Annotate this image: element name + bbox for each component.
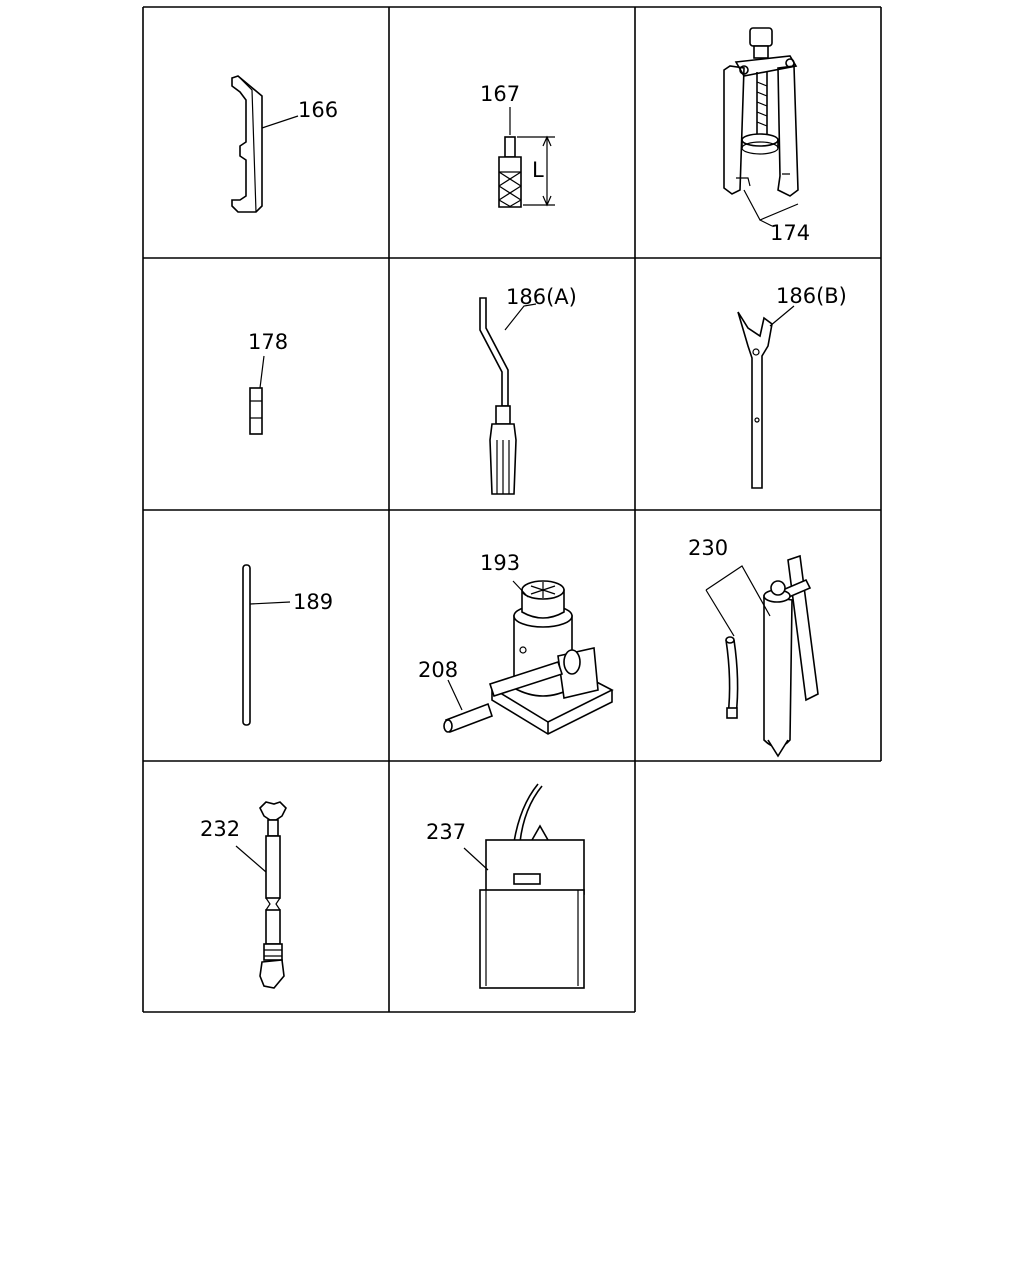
- label-166: 166: [298, 98, 338, 122]
- label-237: 237: [426, 820, 466, 844]
- label-186b: 186(B): [776, 284, 847, 308]
- label-167: 167: [480, 82, 520, 106]
- label-dimension-l: L: [532, 158, 544, 182]
- label-193: 193: [480, 551, 520, 575]
- label-174: 174: [770, 221, 810, 245]
- tool-237: 237: [426, 783, 585, 989]
- label-232: 232: [200, 817, 240, 841]
- tool-174: 174: [723, 27, 810, 245]
- tool-232: 232: [200, 801, 287, 989]
- tool-166: 166: [231, 75, 338, 213]
- label-178: 178: [248, 330, 288, 354]
- label-208: 208: [418, 658, 458, 682]
- tool-167: 167 L: [480, 82, 555, 208]
- tool-186a: 186(A): [479, 285, 577, 495]
- tool-189: 189: [242, 564, 333, 726]
- tool-193: 193 208: [418, 551, 614, 735]
- tool-186b: 186(B): [737, 284, 847, 489]
- label-189: 189: [293, 590, 333, 614]
- label-230: 230: [688, 536, 728, 560]
- tool-230: 230: [688, 536, 819, 758]
- label-186a: 186(A): [506, 285, 577, 309]
- tool-grid: [142, 6, 882, 1013]
- tool-178: 178: [248, 330, 288, 435]
